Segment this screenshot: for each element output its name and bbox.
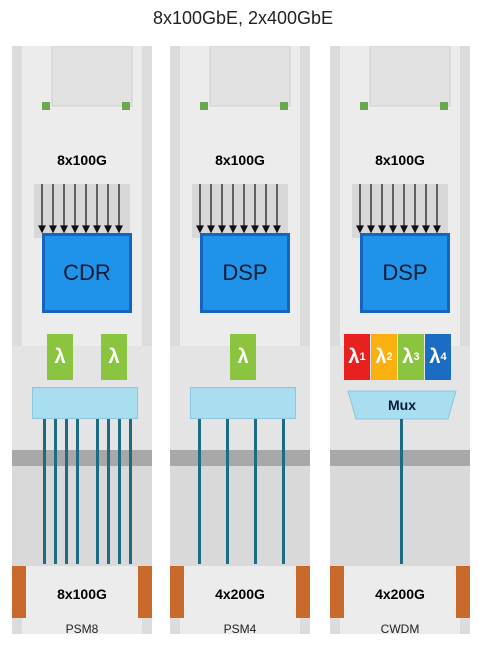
- bottom-rate: 4x200G: [375, 586, 425, 602]
- connector-right: [138, 566, 152, 618]
- fiber: [282, 419, 285, 564]
- module-psm4: 8x100G DSP λ 4x200G: [170, 46, 310, 634]
- connector-left: [12, 566, 26, 618]
- fiber: [43, 419, 46, 564]
- dsp-chip: DSP: [200, 233, 290, 313]
- lambda-laser-1: λ: [47, 334, 73, 380]
- connector-right: [456, 566, 470, 618]
- mux-block: [347, 390, 457, 420]
- fiber: [65, 419, 68, 564]
- top-rate: 8x100G: [57, 152, 107, 168]
- input-lanes: [38, 184, 123, 234]
- connector-right: [296, 566, 310, 618]
- module-label-psm4: PSM4: [223, 622, 257, 636]
- fiber: [254, 419, 257, 564]
- cdr-chip: CDR: [42, 233, 132, 313]
- fiber: [54, 419, 57, 564]
- module-body: [12, 46, 152, 634]
- fiber: [107, 419, 110, 564]
- fiber: [129, 419, 132, 564]
- coupler-block: [190, 387, 296, 419]
- fiber: [118, 419, 121, 564]
- module-psm8: 8x100G CDR λ λ 8x100G: [12, 46, 152, 634]
- diagram-title: 8x100GbE, 2x400GbE: [152, 8, 334, 28]
- bottom-rate: 4x200G: [215, 586, 265, 602]
- input-lanes: [356, 184, 441, 234]
- fiber: [198, 419, 201, 564]
- bottom-rate: 8x100G: [57, 586, 107, 602]
- lambda-laser-2: λ: [101, 334, 127, 380]
- input-lanes: [196, 184, 281, 234]
- mux-label: Mux: [388, 397, 416, 413]
- lambda-laser: λ: [230, 334, 256, 380]
- module-label-psm8: PSM8: [65, 622, 99, 636]
- top-rate: 8x100G: [215, 152, 265, 168]
- top-rate: 8x100G: [375, 152, 425, 168]
- fiber: [400, 419, 403, 564]
- connector-left: [170, 566, 184, 618]
- fiber: [226, 419, 229, 564]
- module-label-cwdm: CWDM: [380, 622, 420, 636]
- fiber: [76, 419, 79, 564]
- dsp-chip: DSP: [360, 233, 450, 313]
- connector-left: [330, 566, 344, 618]
- coupler-block: [32, 387, 138, 419]
- fiber: [96, 419, 99, 564]
